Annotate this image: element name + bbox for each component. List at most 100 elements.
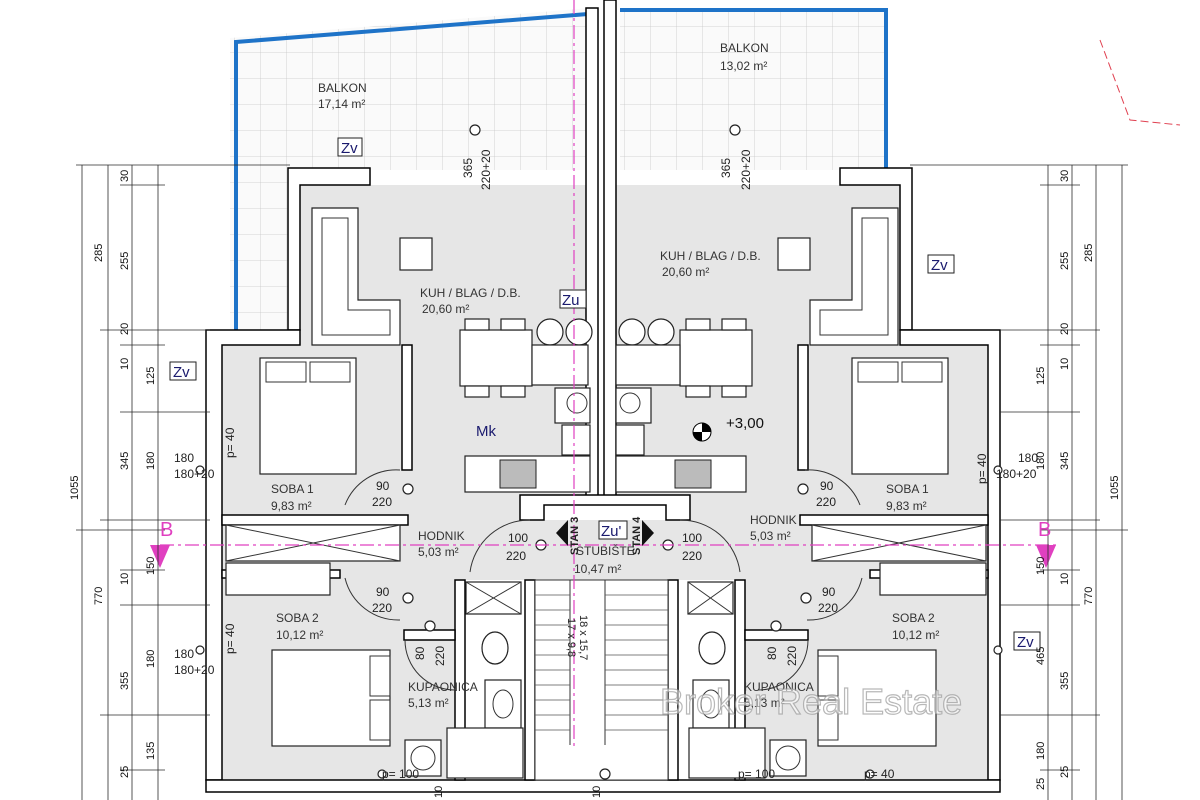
door-width-soba1-left: 90 [376, 479, 390, 493]
dim-left-mid-4: 25 [119, 766, 131, 778]
room-name-soba2-right: SOBA 2 [892, 611, 935, 625]
door-height-entry-left: 220 [506, 549, 526, 563]
dim-left-mid-1: 285 [93, 244, 105, 262]
door-width-soba2-right: 90 [822, 585, 836, 599]
walls [205, 0, 1001, 793]
level-marker [692, 422, 712, 442]
room-name-soba2-left: SOBA 2 [276, 611, 319, 625]
dim-right-inner-1: 30 [1059, 170, 1071, 182]
parapet-soba2-right: p= 40 [864, 767, 895, 781]
door-width-soba2-left: 90 [376, 585, 390, 599]
dim-left-inner-3: 20 [119, 323, 131, 335]
dim-right-mid-2: 345 [1059, 452, 1071, 470]
dim-right-mid-4: 355 [1059, 672, 1071, 690]
door-width-bath-right: 80 [765, 646, 779, 660]
zv-marker-right: Zv [931, 257, 948, 274]
table-square-right [777, 237, 811, 271]
section-arrow-left [150, 545, 170, 568]
dim-left-inner-5: 125 [145, 367, 157, 385]
stan4-arrow [642, 520, 654, 546]
zv-box [169, 361, 197, 381]
zu-box [559, 289, 587, 309]
room-area-soba2-right: 10,12 m² [892, 628, 939, 642]
room-area-hodnik-left: 5,03 m² [418, 545, 459, 559]
window-height-soba1-left: 180+20 [174, 467, 215, 481]
dim-left-inner-1: 30 [119, 170, 131, 182]
mk-marker: Mk [476, 423, 496, 440]
opening-height-left: 220+20 [479, 149, 493, 190]
dim-right-outer-2: 770 [1083, 587, 1095, 605]
bed-soba1-right [851, 357, 949, 475]
bed-soba1-left [259, 357, 357, 475]
room-area-hodnik-right: 5,03 m² [750, 529, 791, 543]
door-height-bath-right: 220 [785, 646, 799, 666]
kitchen-right [615, 387, 747, 493]
dimension-lines-right [910, 164, 1128, 800]
section-label-right: B [1038, 519, 1051, 541]
stan3-arrow [556, 520, 568, 546]
dining-left [459, 318, 593, 398]
door-height-soba2-right: 220 [818, 601, 838, 615]
stairs [534, 579, 669, 781]
room-area-kuh-right: 20,60 m² [662, 265, 709, 279]
sofa-right [809, 207, 899, 346]
room-name-balkon-right: BALKON [720, 41, 769, 55]
stairs-label-a: 18 x 15,7 [577, 615, 589, 660]
room-name-kupaonica-left: KUPAONICA [408, 680, 478, 694]
room-area-kupaonica-left: 5,13 m² [408, 696, 449, 710]
zv-box [1013, 631, 1041, 651]
door-height-soba2-left: 220 [372, 601, 392, 615]
zu-prime-marker: Zu' [601, 523, 622, 540]
room-name-kuh-left: KUH / BLAG / D.B. [420, 286, 521, 300]
section-label-left: B [160, 519, 173, 541]
parapet-bath-right: p= 100 [738, 767, 775, 781]
stan3-label: STAN 3 [569, 517, 581, 555]
parapet-bath-left: p= 100 [382, 767, 419, 781]
stan4-label: STAN 4 [631, 516, 643, 555]
room-name-stubiste: STUBIŠTE [576, 543, 635, 558]
room-name-balkon-left: BALKON [318, 81, 367, 95]
door-width-bath-left: 80 [413, 646, 427, 660]
door-width-entry-left: 100 [508, 531, 528, 545]
dim-left-inner-6: 180 [145, 452, 157, 470]
dim-right-mid-5: 25 [1059, 766, 1071, 778]
dim-right-inner-5: 125 [1035, 367, 1047, 385]
level-label: +3,00 [726, 415, 764, 432]
room-name-kuh-right: KUH / BLAG / D.B. [660, 249, 761, 263]
table-square-left [399, 237, 433, 271]
door-height-soba1-left: 220 [372, 495, 392, 509]
zu-prime-box [598, 520, 628, 540]
dim-left-inner-9: 180 [145, 650, 157, 668]
opening-height-right: 220+20 [739, 149, 753, 190]
zv-marker-top-left: Zv [341, 140, 358, 157]
balcony-right [620, 8, 888, 170]
room-area-kupaonica-right: 5,13 m² [744, 696, 785, 710]
window-height-soba1-right: 180+20 [996, 467, 1037, 481]
bathroom-fixtures [404, 631, 807, 779]
dim-right-inner-3: 20 [1059, 323, 1071, 335]
sofa-left [311, 207, 401, 346]
dimension-lines-left [76, 164, 290, 800]
opening-width-right: 365 [719, 158, 733, 178]
window-width-soba1-right: 180 [1018, 451, 1038, 465]
balcony-left [230, 8, 590, 336]
room-name-hodnik-left: HODNIK [418, 529, 465, 543]
stairs-label-b: 17 x 9,8 [565, 618, 577, 657]
room-name-kupaonica-right: KUPAONICA [744, 680, 814, 694]
door-width-entry-right: 100 [682, 531, 702, 545]
zv-box [927, 254, 955, 274]
room-area-soba1-left: 9,83 m² [271, 499, 312, 513]
dim-right-mid-1: 285 [1083, 244, 1095, 262]
kitchen-left [464, 387, 591, 493]
bed-soba2-left [271, 649, 391, 747]
dim-left-inner-7: 10 [119, 573, 131, 585]
door-swings [344, 469, 863, 691]
room-area-kuh-left: 20,60 m² [422, 302, 469, 316]
dim-left-inner-8: 150 [145, 557, 157, 575]
opening-markers [195, 124, 1003, 780]
section-arrow-right [1036, 545, 1056, 568]
dim-left-inner-4: 10 [119, 358, 131, 370]
door-height-entry-right: 220 [682, 549, 702, 563]
dim-right-inner-8: 150 [1035, 557, 1047, 575]
